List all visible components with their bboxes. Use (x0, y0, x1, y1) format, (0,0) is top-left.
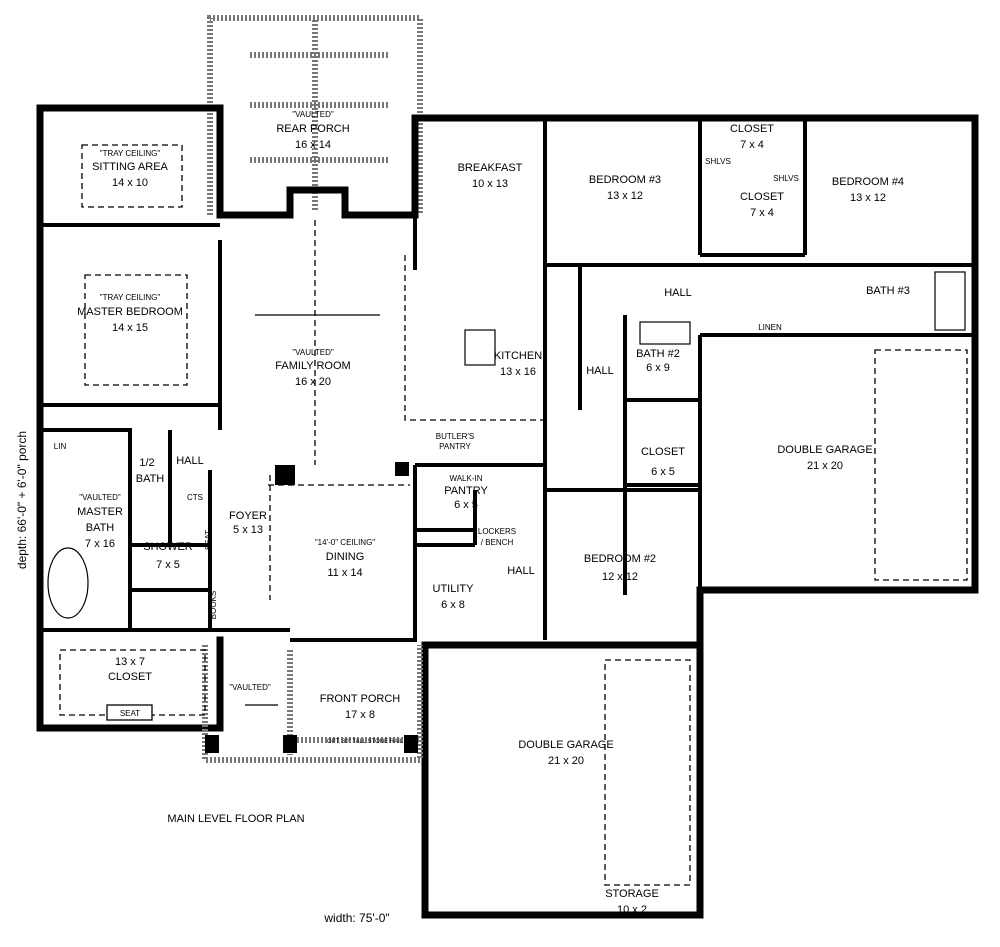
rear-porch-size: 16 x 14 (295, 139, 331, 151)
master-bed-size: 14 x 15 (112, 322, 148, 334)
storage-name: STORAGE (605, 888, 659, 900)
butler-l1: BUTLER'S (436, 432, 474, 441)
bed3-name: BEDROOM #3 (589, 174, 661, 186)
rear-porch-name: REAR PORCH (276, 123, 349, 135)
master-bed-note: "TRAY CEILING" (100, 293, 161, 302)
sitting-size: 14 x 10 (112, 177, 148, 189)
hall-mid: HALL (586, 365, 614, 377)
bath2-name: BATH #2 (636, 348, 680, 360)
walkin-name: PANTRY (444, 485, 488, 497)
utility-name: UTILITY (433, 583, 475, 595)
closet-b-size: 7 x 4 (750, 207, 774, 219)
bed2-size: 12 x 12 (602, 571, 638, 583)
master-bath-note: "VAULTED" (79, 493, 121, 502)
kitchen-size: 13 x 16 (500, 366, 536, 378)
garage-right-size: 21 x 20 (807, 460, 843, 472)
dining-note: "14'-0" CEILING" (315, 538, 375, 547)
master-bed-name: MASTER BEDROOM (77, 306, 183, 318)
foyer-name: FOYER (229, 510, 267, 522)
plan-width: width: 75'-0" (323, 911, 389, 925)
breakfast-name: BREAKFAST (458, 162, 523, 174)
shlvs-b: SHLVS (773, 174, 799, 183)
front-porch-rail: OPT. 30" TALL STONE RAIL (327, 739, 404, 745)
walkin-note: WALK-IN (449, 474, 482, 483)
dining-size: 11 x 14 (327, 567, 362, 579)
bath2-size: 6 x 9 (646, 362, 670, 374)
walls (36, 15, 979, 919)
shower-size: 7 x 5 (156, 559, 180, 571)
bed3-size: 13 x 12 (607, 190, 643, 202)
utility-size: 6 x 8 (441, 599, 465, 611)
room-labels: "VAULTED" REAR PORCH 16 x 14 "TRAY CEILI… (54, 110, 910, 916)
garage-right-name: DOUBLE GARAGE (777, 444, 872, 456)
closet-master-name: CLOSET (108, 671, 152, 683)
storage-size: 10 x 2 (617, 904, 647, 916)
walkin-size: 6 x 5 (454, 499, 478, 511)
porch-vaulted: "VAULTED" (229, 683, 271, 692)
closet-a-size: 7 x 4 (740, 139, 764, 151)
plan-depth: depth: 66'-0" + 6'-0" porch (15, 431, 29, 569)
breakfast-size: 10 x 13 (472, 178, 508, 190)
lockers-l1: LOCKERS (478, 527, 516, 536)
butler-l2: PANTRY (439, 442, 471, 451)
bed4-name: BEDROOM #4 (832, 176, 904, 188)
master-bath-name: MASTER (77, 506, 123, 518)
family-name: FAMILY ROOM (275, 360, 350, 372)
family-note: "VAULTED" (292, 348, 334, 357)
family-size: 16 x 20 (295, 376, 331, 388)
books: BOOKS (209, 591, 218, 619)
dining-name: DINING (326, 551, 365, 563)
front-porch-size: 17 x 8 (345, 709, 375, 721)
closet-master-size: 13 x 7 (115, 656, 145, 668)
bath3: BATH #3 (866, 285, 910, 297)
garage-bottom-name: DOUBLE GARAGE (518, 739, 613, 751)
master-bath-name2: BATH (86, 522, 115, 534)
bed2-name: BEDROOM #2 (584, 553, 656, 565)
half-bath-l2: BATH (136, 473, 165, 485)
garage-bottom-size: 21 x 20 (548, 755, 584, 767)
seat-shower: SEAT (204, 530, 213, 550)
foyer-size: 5 x 13 (233, 524, 263, 536)
hall-left: HALL (176, 455, 204, 467)
cts: CTS (187, 493, 203, 502)
kitchen-name: KITCHEN (494, 350, 542, 362)
lin: LIN (54, 442, 67, 451)
hall-top: HALL (664, 287, 692, 299)
closet-c-size: 6 x 5 (651, 466, 675, 478)
hall-util: HALL (507, 565, 535, 577)
half-bath-l1: 1/2 (139, 457, 154, 469)
sitting-name: SITTING AREA (92, 161, 168, 173)
shlvs-a: SHLVS (705, 157, 731, 166)
closet-b-name: CLOSET (740, 191, 784, 203)
closet-c-name: CLOSET (641, 446, 685, 458)
master-bath-size: 7 x 16 (85, 538, 115, 550)
sitting-note: "TRAY CEILING" (100, 149, 161, 158)
lockers-l2: / BENCH (481, 538, 514, 547)
shower-name: SHOWER (143, 541, 193, 553)
bed4-size: 13 x 12 (850, 192, 886, 204)
closet-a-name: CLOSET (730, 123, 774, 135)
seat-closet: SEAT (120, 709, 140, 718)
front-porch-name: FRONT PORCH (320, 693, 401, 705)
rear-porch-note: "VAULTED" (292, 110, 334, 119)
linen: LINEN (758, 323, 782, 332)
plan-title: MAIN LEVEL FLOOR PLAN (167, 813, 304, 825)
